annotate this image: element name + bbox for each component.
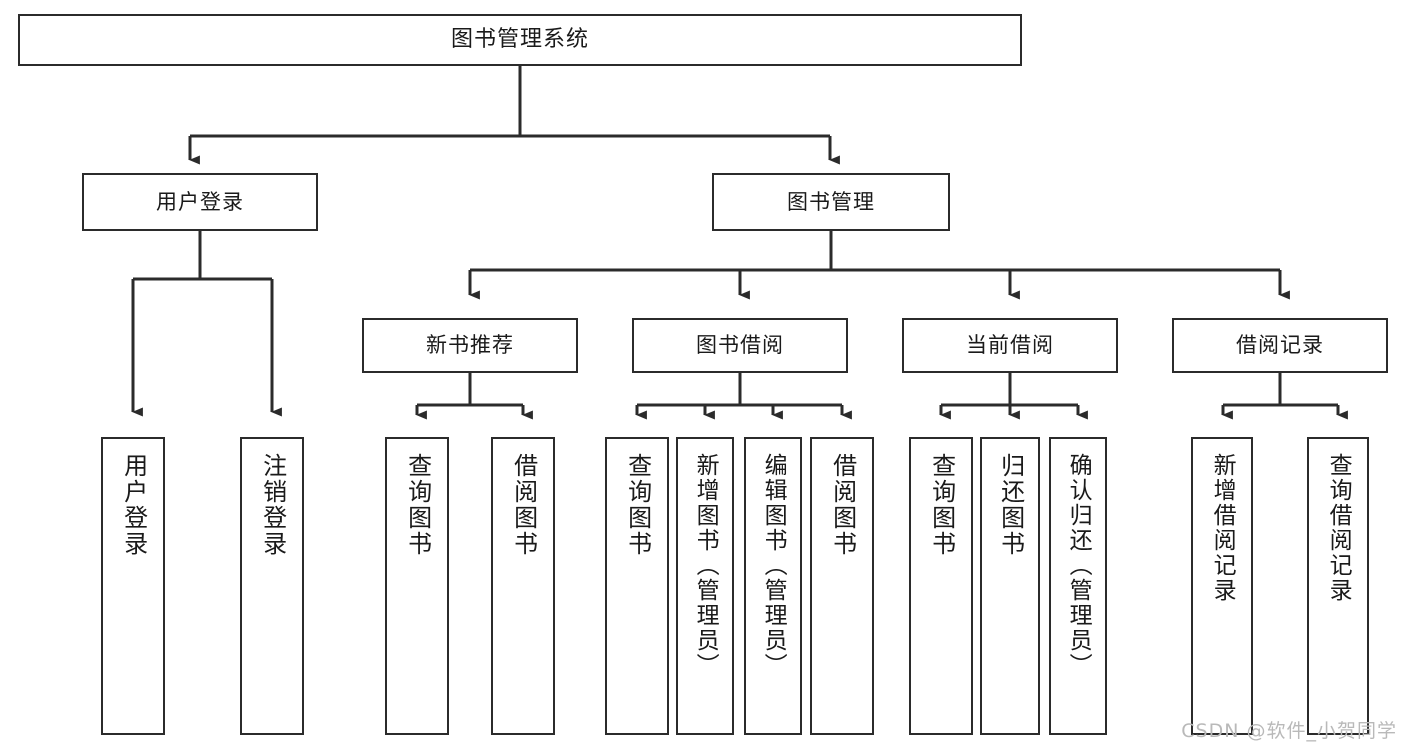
node-book-management[interactable]: 图书管理: [712, 173, 950, 231]
leaf-current-query-book[interactable]: 查询图书: [909, 437, 973, 735]
leaf-label: 归还图书: [996, 453, 1025, 557]
node-current-borrow[interactable]: 当前借阅: [902, 318, 1118, 373]
node-new-book-recommend[interactable]: 新书推荐: [362, 318, 578, 373]
node-borrow-records[interactable]: 借阅记录: [1172, 318, 1388, 373]
leaf-label: 新增借阅记录: [1209, 453, 1236, 603]
leaf-records-query-record[interactable]: 查询借阅记录: [1307, 437, 1369, 735]
csdn-watermark: CSDN @软件_小贺同学: [1181, 720, 1397, 742]
leaf-records-add-record[interactable]: 新增借阅记录: [1191, 437, 1253, 735]
leaf-current-return-book[interactable]: 归还图书: [980, 437, 1040, 735]
leaf-borrow-edit-book[interactable]: 编辑图书（管理员）: [744, 437, 802, 735]
node-book-borrow-label: 图书借阅: [696, 333, 784, 358]
node-new-book-recommend-label: 新书推荐: [426, 333, 514, 358]
leaf-borrow-query-book[interactable]: 查询图书: [605, 437, 669, 735]
leaf-label: 借阅图书: [828, 453, 857, 557]
node-root[interactable]: 图书管理系统: [18, 14, 1022, 66]
leaf-label: 确认归还（管理员）: [1065, 453, 1092, 678]
leaf-current-confirm-return[interactable]: 确认归还（管理员）: [1049, 437, 1107, 735]
leaf-label: 用户登录: [119, 453, 148, 557]
node-borrow-records-label: 借阅记录: [1236, 333, 1324, 358]
leaf-label: 查询图书: [623, 453, 652, 557]
node-book-borrow[interactable]: 图书借阅: [632, 318, 848, 373]
node-root-label: 图书管理系统: [450, 27, 589, 53]
node-user-login[interactable]: 用户登录: [82, 173, 318, 231]
leaf-new-book-borrow[interactable]: 借阅图书: [491, 437, 555, 735]
leaf-label: 查询图书: [927, 453, 956, 557]
leaf-label: 编辑图书（管理员）: [760, 453, 787, 678]
node-book-management-label: 图书管理: [787, 189, 875, 214]
leaf-user-login-login[interactable]: 用户登录: [101, 437, 165, 735]
leaf-user-login-logout[interactable]: 注销登录: [240, 437, 304, 735]
leaf-borrow-borrow-book[interactable]: 借阅图书: [810, 437, 874, 735]
node-current-borrow-label: 当前借阅: [966, 333, 1054, 358]
leaf-label: 新增图书（管理员）: [692, 453, 719, 678]
leaf-new-book-query[interactable]: 查询图书: [385, 437, 449, 735]
leaf-label: 注销登录: [258, 453, 287, 557]
leaf-borrow-add-book[interactable]: 新增图书（管理员）: [676, 437, 734, 735]
leaf-label: 借阅图书: [509, 453, 538, 557]
node-user-login-label: 用户登录: [156, 189, 244, 214]
leaf-label: 查询图书: [403, 453, 432, 557]
leaf-label: 查询借阅记录: [1325, 453, 1352, 603]
